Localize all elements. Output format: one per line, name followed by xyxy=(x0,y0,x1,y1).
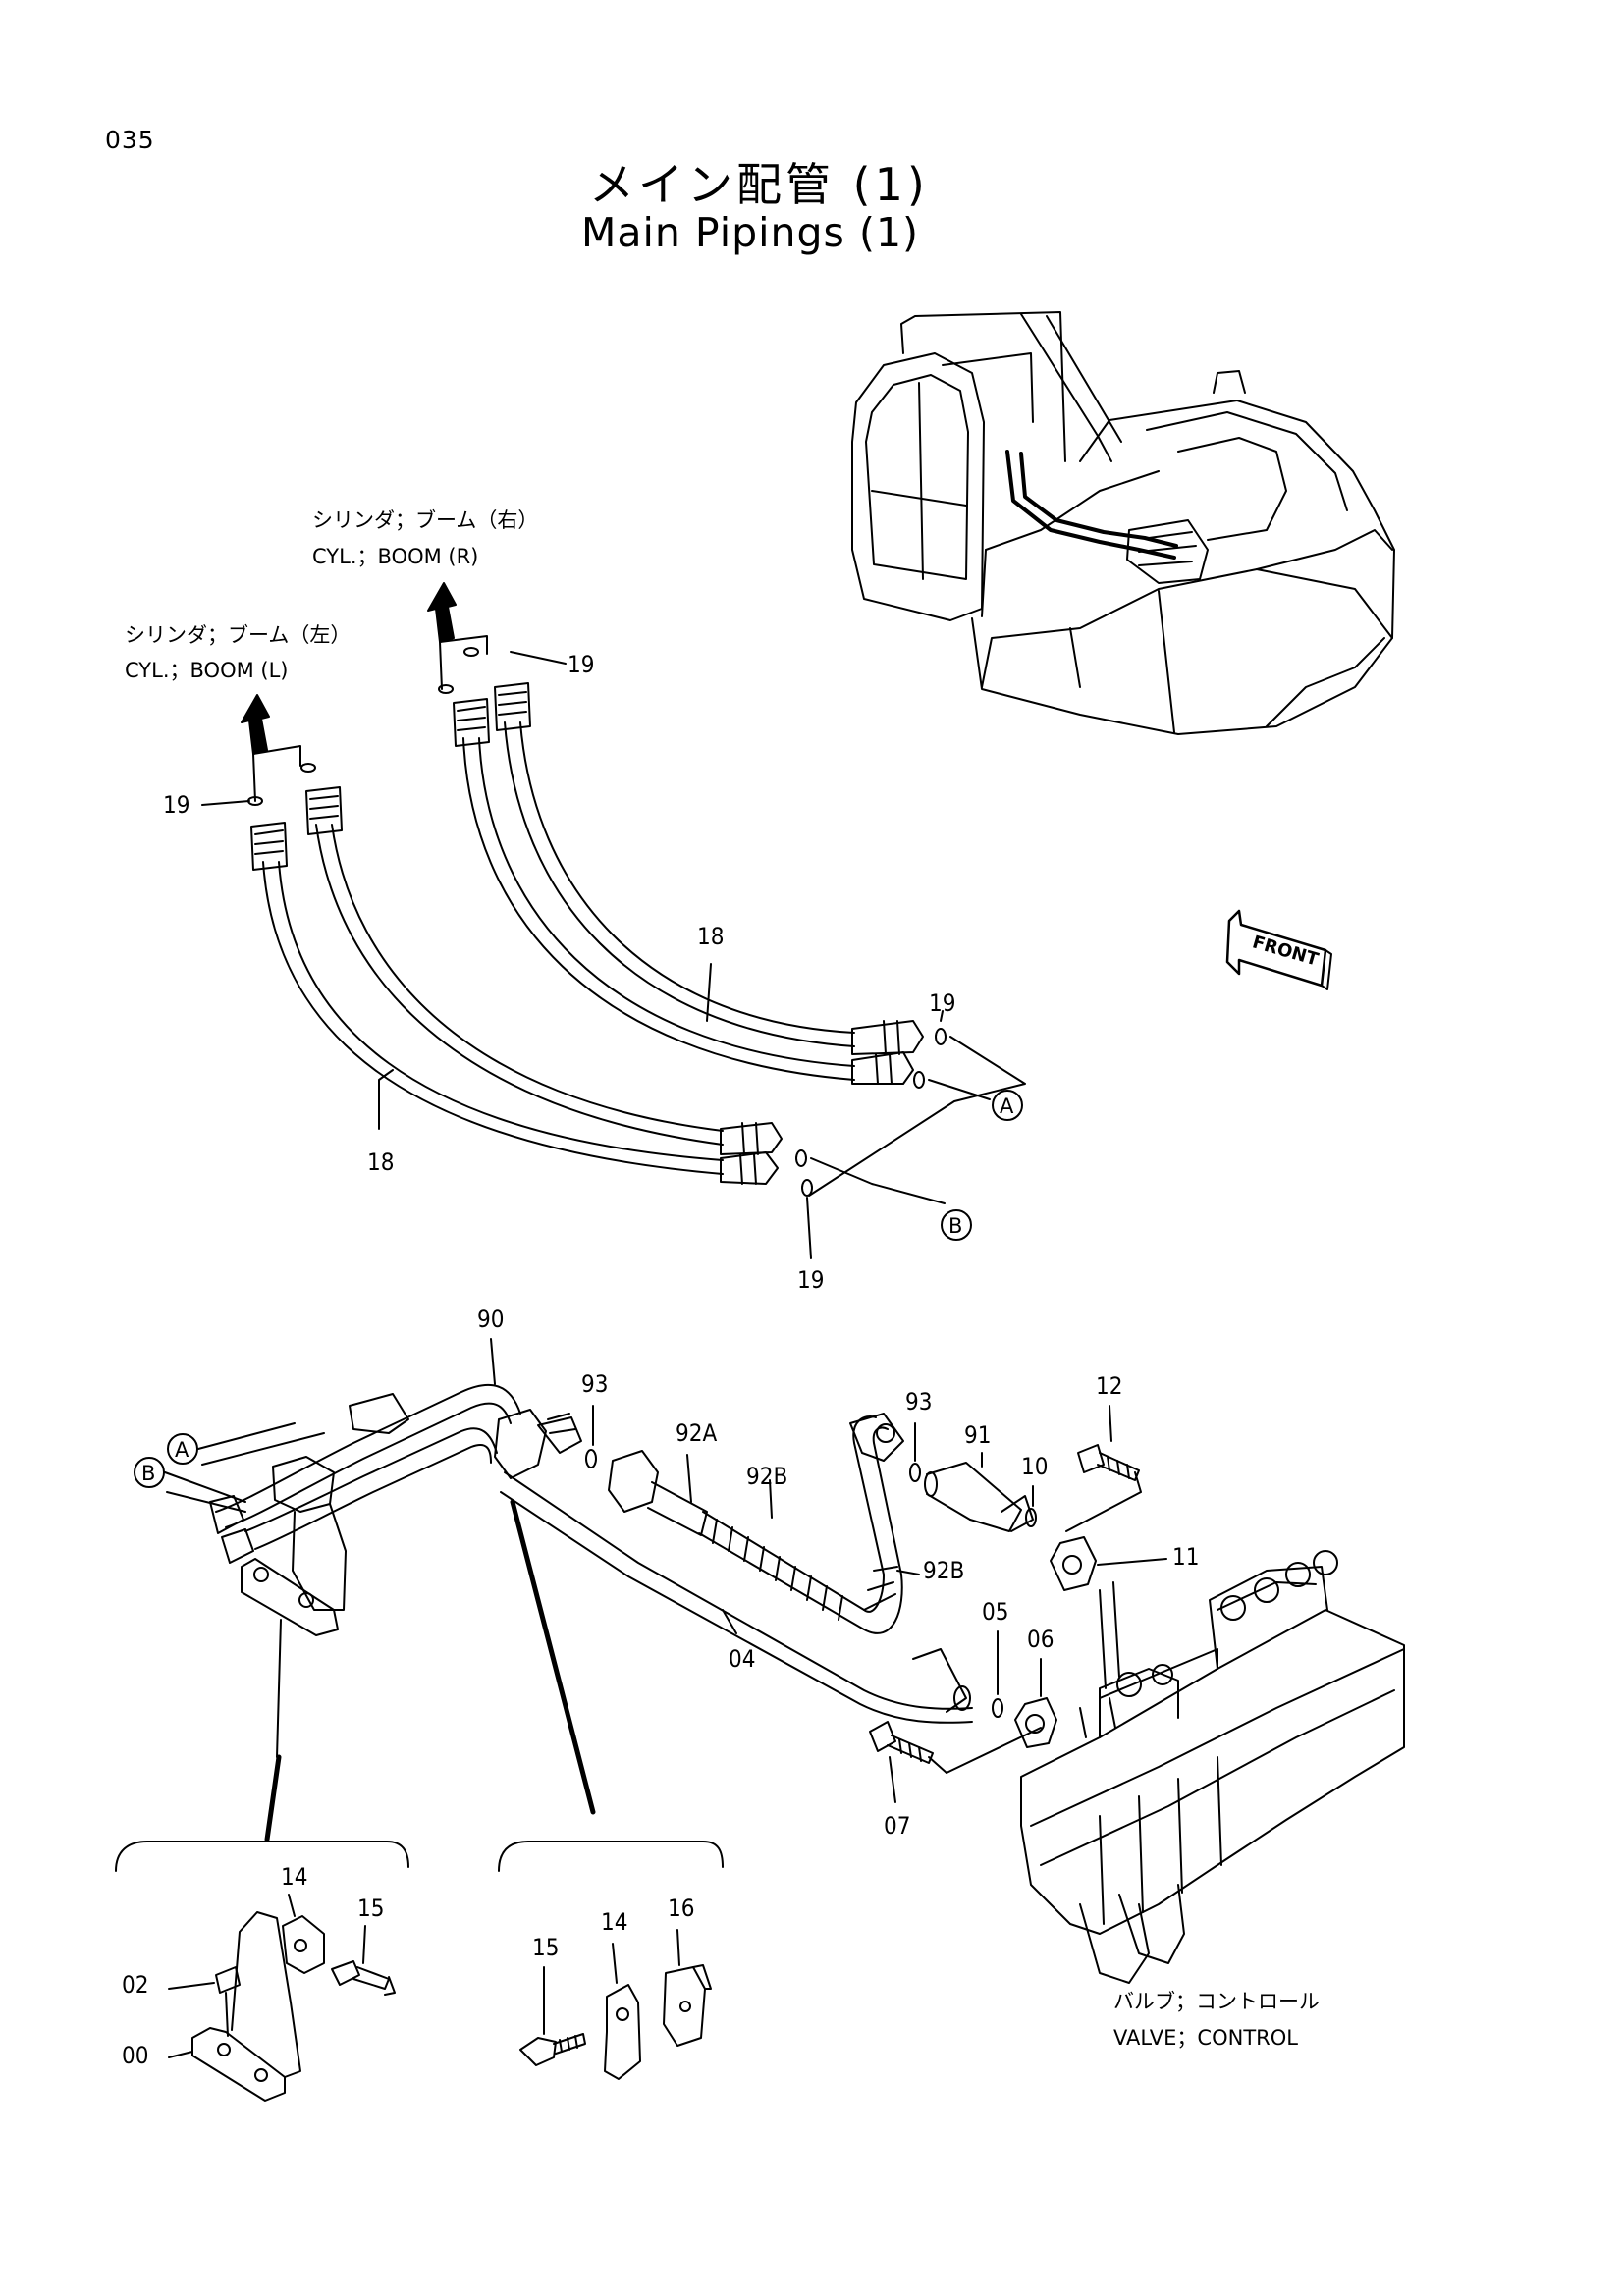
callout-02: 02 xyxy=(122,1971,149,1999)
callout-10: 10 xyxy=(1021,1453,1049,1480)
page-title-english: Main Pipings (1) xyxy=(581,209,920,256)
callout-19-right-bottom: 19 xyxy=(797,1266,825,1294)
callout-92a: 92A xyxy=(676,1419,718,1447)
callout-19-boom-r: 19 xyxy=(568,651,595,678)
callout-14-right: 14 xyxy=(601,1908,628,1936)
callout-18-lower: 18 xyxy=(367,1148,395,1176)
marker-b-lower: B xyxy=(141,1462,155,1485)
callout-15-left: 15 xyxy=(357,1895,385,1922)
caption-valve-ja: バルブ；コントロール xyxy=(1113,1990,1320,2013)
marker-a-lower: A xyxy=(175,1438,189,1462)
callout-06: 06 xyxy=(1027,1626,1055,1653)
excavator-overview xyxy=(851,311,1395,735)
boom-cylinder-hoses: A B xyxy=(201,582,1026,1259)
detail-clamp-bracket-left xyxy=(168,1894,396,2102)
marker-a-upper: A xyxy=(1000,1095,1014,1118)
callout-92b-right: 92B xyxy=(923,1557,965,1584)
callout-16: 16 xyxy=(668,1895,695,1922)
callout-11: 11 xyxy=(1172,1543,1200,1571)
callout-91: 91 xyxy=(964,1421,992,1449)
callout-05: 05 xyxy=(982,1598,1009,1626)
page-number: 035 xyxy=(105,126,155,154)
callout-19-boom-l: 19 xyxy=(163,791,190,819)
page-title-japanese: メイン配管 (1) xyxy=(589,158,929,211)
marker-b-upper: B xyxy=(948,1214,962,1238)
callout-04: 04 xyxy=(729,1645,756,1673)
callout-18-upper: 18 xyxy=(697,923,725,950)
caption-valve-en: VALVE；CONTROL xyxy=(1113,2026,1298,2050)
caption-boom-r-ja: シリンダ；ブーム（右） xyxy=(312,508,539,532)
callout-93-left: 93 xyxy=(581,1370,609,1398)
detail-clamp-block-right xyxy=(519,1929,712,2080)
callout-00: 00 xyxy=(122,2042,149,2069)
callout-90: 90 xyxy=(477,1306,505,1333)
callout-14-left: 14 xyxy=(281,1863,308,1891)
callout-92b-upper: 92B xyxy=(746,1463,788,1490)
callout-93-right: 93 xyxy=(905,1388,933,1415)
caption-boom-l-en: CYL.；BOOM (L) xyxy=(125,659,289,682)
front-direction-arrow-icon: FRONT xyxy=(1225,909,1332,990)
callout-12: 12 xyxy=(1096,1372,1123,1400)
callout-07: 07 xyxy=(884,1812,911,1840)
caption-boom-r-en: CYL.；BOOM (R) xyxy=(312,545,479,568)
callout-15-right: 15 xyxy=(532,1934,560,1961)
caption-boom-l-ja: シリンダ；ブーム（左） xyxy=(125,623,352,647)
valve-pipe-assembly: B A xyxy=(115,1338,1405,1984)
